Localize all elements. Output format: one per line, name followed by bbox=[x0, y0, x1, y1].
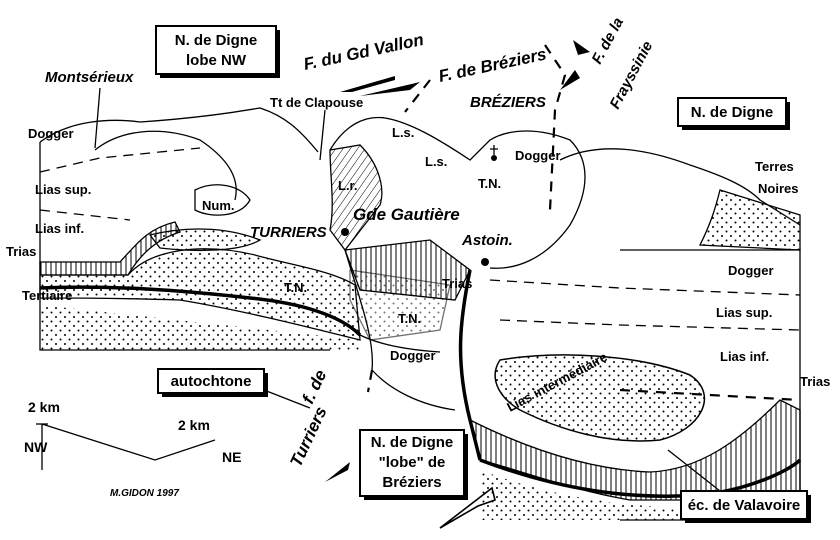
label-turriers: TURRIERS bbox=[250, 224, 327, 241]
label-tn-lower: T.N. bbox=[398, 311, 421, 326]
lr-hatched-band bbox=[329, 144, 383, 252]
gd-vallon-arrow-right bbox=[360, 82, 420, 96]
left-block bbox=[39, 107, 362, 351]
fraysinie-arrow-up bbox=[573, 40, 590, 55]
scale-bar: 2 km 2 km NW NE bbox=[24, 399, 241, 470]
trias-right-contact bbox=[619, 388, 801, 402]
label-breziers: BRÉZIERS bbox=[470, 94, 546, 111]
dogger-liassup-contact-right bbox=[489, 279, 801, 296]
box-ecaille-valavoire: éc. de Valavoire bbox=[667, 449, 811, 523]
box-nappe-lobe-nw-line2: lobe NW bbox=[186, 52, 247, 69]
breziers-trace bbox=[544, 44, 567, 211]
box-ecaille-valavoire-text: éc. de Valavoire bbox=[688, 497, 801, 514]
label-trias-right: Trias bbox=[800, 374, 830, 389]
label-terres-noires-2: Noires bbox=[758, 181, 798, 196]
label-tn-center: T.N. bbox=[478, 176, 501, 191]
label-lias-sup-right: Lias sup. bbox=[716, 305, 772, 320]
lower-left-dotted-base bbox=[40, 305, 360, 350]
label-fault-turriers-2: Turriers bbox=[286, 404, 330, 470]
breziers-church-icon bbox=[490, 145, 498, 155]
gd-vallon-arrow-left bbox=[340, 76, 395, 92]
label-trias-left: Trias bbox=[6, 244, 36, 259]
liassup-liasinf-contact-right bbox=[499, 319, 801, 331]
label-ls-upper: L.s. bbox=[392, 125, 414, 140]
turriers-village-marker bbox=[341, 228, 349, 236]
dogger-lower-outline bbox=[371, 369, 456, 411]
left-block-top-surface bbox=[39, 107, 319, 153]
box-nappe-lobe-breziers: N. de Digne "lobe" de Bréziers bbox=[359, 429, 468, 500]
scale-ne: NE bbox=[222, 449, 241, 465]
thrust-base-left bbox=[39, 285, 362, 337]
turriers-fault-dashed bbox=[366, 369, 374, 393]
box-lobe-breziers-line2: "lobe" de bbox=[379, 454, 446, 471]
montserieux-leader bbox=[94, 87, 101, 149]
box-autochtone: autochtone bbox=[157, 368, 311, 409]
label-fault-fraysinie-2: Frayssinie bbox=[607, 38, 657, 112]
lowest-dotted-right bbox=[480, 470, 800, 520]
label-num: Num. bbox=[202, 198, 235, 213]
box-nappe-digne: N. de Digne bbox=[677, 97, 790, 130]
gd-vallon-trace bbox=[404, 79, 431, 113]
label-dogger-top: Dogger bbox=[515, 148, 561, 163]
astoin-village-marker bbox=[481, 258, 489, 266]
label-fault-gd-vallon: F. du Gd Vallon bbox=[302, 30, 425, 74]
label-terres-noires-1: Terres bbox=[755, 159, 794, 174]
valavoire-leader bbox=[667, 449, 721, 492]
right-top-surface bbox=[559, 148, 801, 226]
turriers-arrow bbox=[325, 462, 350, 482]
label-fault-turriers-1: f. de bbox=[298, 367, 330, 407]
box-lobe-breziers-line3: Bréziers bbox=[382, 474, 441, 491]
label-dogger-left: Dogger bbox=[28, 126, 74, 141]
box-nappe-digne-text: N. de Digne bbox=[691, 104, 774, 121]
turriers-fault-trace bbox=[344, 249, 374, 371]
central-block bbox=[329, 116, 586, 461]
box-nappe-lobe-nw: N. de Digne lobe NW bbox=[155, 25, 280, 78]
author-credit: M.GIDON 1997 bbox=[110, 488, 179, 499]
lias-intermediaire-lens bbox=[494, 354, 706, 442]
label-lr: L.r. bbox=[338, 178, 358, 193]
label-lias-sup-left: Lias sup. bbox=[35, 182, 91, 197]
label-dogger-lower: Dogger bbox=[390, 348, 436, 363]
place-labels: Montsérieux Tt de Clapouse TURRIERS Gde … bbox=[45, 69, 546, 266]
box-nappe-lobe-nw-line1: N. de Digne bbox=[175, 32, 258, 49]
label-lias-inf-left: Lias inf. bbox=[35, 221, 84, 236]
num-outcrop bbox=[194, 184, 251, 216]
clapouse-leader bbox=[319, 109, 326, 161]
left-hill-outline bbox=[94, 130, 237, 201]
label-ls-lower: L.s. bbox=[425, 154, 447, 169]
breziers-church-dot bbox=[491, 155, 497, 161]
scale-nw: NW bbox=[24, 439, 48, 455]
label-tertiaire: Tertiaire bbox=[22, 288, 72, 303]
fraysinie-arrow-down bbox=[560, 70, 580, 90]
label-lias-inf-right: Lias inf. bbox=[720, 349, 769, 364]
label-trias-center: Trias bbox=[442, 276, 472, 291]
scale-base-axis bbox=[41, 423, 216, 461]
label-dogger-right: Dogger bbox=[728, 263, 774, 278]
scale-horizontal-label: 2 km bbox=[178, 417, 210, 433]
box-autochtone-text: autochtone bbox=[171, 373, 252, 390]
central-hill-outline bbox=[329, 116, 586, 269]
label-tn-left: T.N. bbox=[284, 280, 307, 295]
box-lobe-breziers-line1: N. de Digne bbox=[371, 434, 454, 451]
astoin-fault bbox=[458, 269, 482, 461]
lias-sup-inf-contact-left bbox=[39, 209, 131, 221]
label-gautiere: Gde Gautière bbox=[353, 205, 460, 224]
central-lower-dogger bbox=[359, 334, 441, 353]
terres-noires-dotted bbox=[698, 189, 801, 251]
dotted-lens-upper bbox=[148, 228, 262, 252]
right-block bbox=[469, 148, 802, 521]
label-fault-fraysinie-1: F. de la bbox=[589, 15, 627, 67]
central-dotted-tn bbox=[349, 269, 451, 341]
lobe-breziers-arrow bbox=[439, 486, 496, 529]
label-fault-breziers: F. de Bréziers bbox=[437, 45, 548, 86]
label-montserieux: Montsérieux bbox=[45, 69, 134, 86]
label-astoin: Astoin. bbox=[461, 232, 513, 249]
dogger-lias-contact-left bbox=[39, 147, 201, 173]
autochtone-leader bbox=[263, 389, 311, 409]
label-clapouse: Tt de Clapouse bbox=[270, 95, 363, 110]
scale-vertical-label: 2 km bbox=[28, 399, 60, 415]
